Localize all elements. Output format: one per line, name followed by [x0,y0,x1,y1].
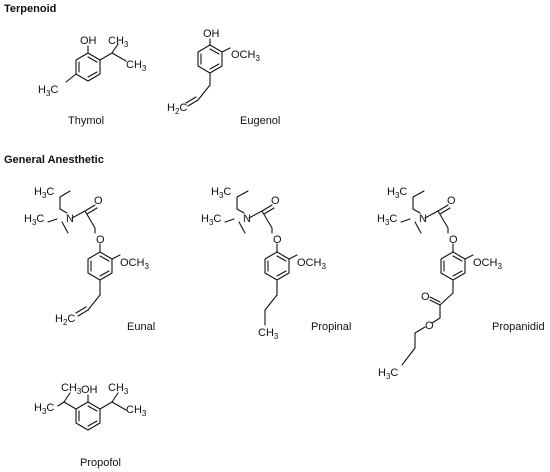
propanidid-n-label: N [419,213,427,225]
eugenol-och3-label: OCH3 [231,49,260,63]
propofol-ch3-label: CH3 [126,404,147,418]
eunal-h3c-label: H3C [34,186,54,200]
propinal-structure [224,190,298,326]
propanidid-name: Propanidid [492,321,545,333]
eugenol-h2c-label: H2C [167,102,187,116]
thymol-h3c-label: H3C [38,84,58,98]
eunal-structure [47,190,121,317]
thymol-structure [65,43,127,83]
propinal-o-label: O [273,234,282,246]
propanidid-o-label: O [425,320,434,332]
eunal-och3-label: OCH3 [120,257,149,271]
propofol-ch3-label: CH3 [108,382,129,396]
propanidid-o-label: O [421,291,430,303]
eugenol-name: Eugenol [240,115,280,127]
propanidid-structure [400,190,474,366]
section-title-terpenoid: Terpenoid [4,3,56,15]
propinal-name: Propinal [311,321,351,333]
propanidid-h3c-label: H3C [387,186,407,200]
eugenol-structure [185,38,231,107]
propanidid-o-label: O [447,195,456,207]
thymol-oh-label: OH [80,35,97,47]
propinal-och3-label: OCH3 [297,257,326,271]
eugenol-oh-label: OH [203,28,220,40]
propofol-name: Propofol [80,457,121,469]
eunal-h3c-label: H3C [24,213,44,227]
propinal-o-label: O [271,195,280,207]
eunal-h2c-label: H2C [55,313,75,327]
propofol-structure [57,392,127,431]
propinal-ch3-label: CH3 [258,327,279,341]
eunal-o-label: O [94,195,103,207]
propinal-n-label: N [243,213,251,225]
thymol-ch3-label: CH3 [126,59,147,73]
eunal-o-label: O [96,234,105,246]
thymol-ch3-label: CH3 [108,35,129,49]
propanidid-o-label: O [449,234,458,246]
propofol-oh-label: OH [81,384,98,396]
thymol-name: Thymol [68,115,104,127]
propanidid-h3c-label: H3C [377,213,397,227]
eunal-n-label: N [66,213,74,225]
propinal-h3c-label: H3C [211,186,231,200]
propofol-h3c-label: H3C [34,402,54,416]
propanidid-h3c-label: H3C [378,367,398,381]
propanidid-och3-label: OCH3 [473,257,502,271]
propofol-ch3-label: CH3 [61,382,82,396]
propinal-h3c-label: H3C [201,213,221,227]
eunal-name: Eunal [127,321,155,333]
section-title-general-anesthetic: General Anesthetic [4,154,104,166]
